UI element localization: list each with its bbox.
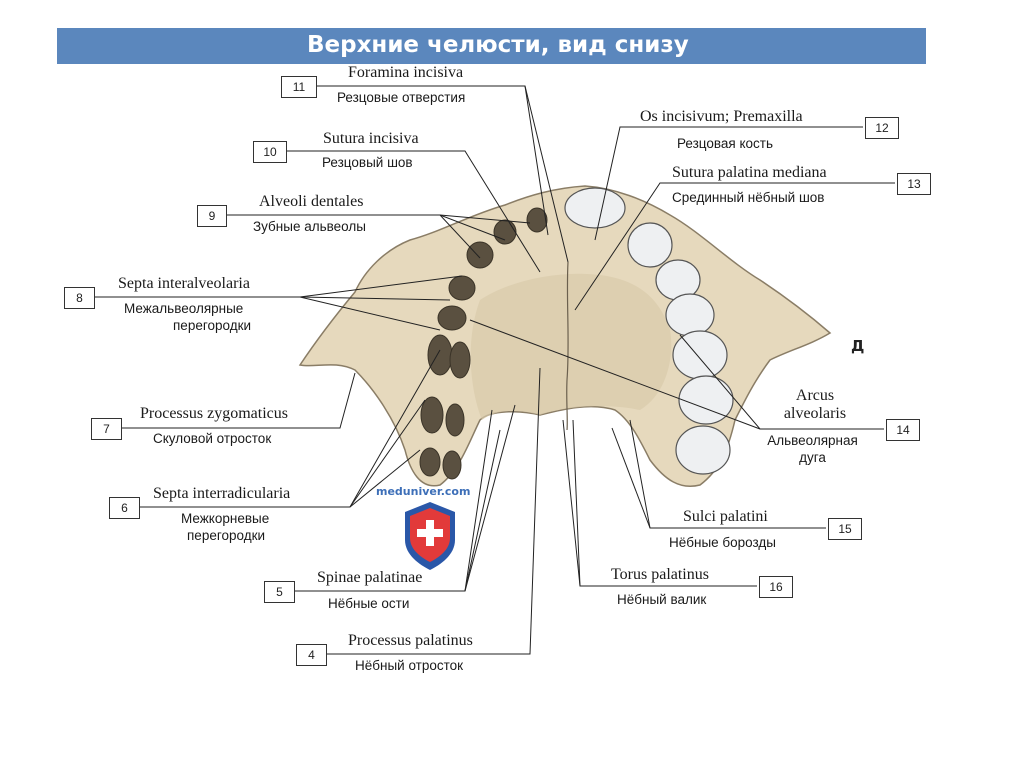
label-latin-alveolaris: alveolaris [760,405,870,423]
label-russian-processus-zygomaticus: Скуловой отросток [153,430,271,447]
alveolus [421,397,443,433]
label-latin-sutura-incisiva: Sutura incisiva [323,130,419,148]
label-latin-torus-palatinus: Torus palatinus [611,566,709,584]
label-number-13: 13 [897,173,931,195]
shield-logo-icon [405,502,455,570]
label-russian-torus-palatinus: Нёбный валик [617,591,706,608]
label-latin-septa-interalveolaria: Septa interalveolaria [118,275,250,293]
label-latin-septa-interradicularia: Septa interradicularia [153,485,290,503]
molar-tooth [676,426,730,474]
label-number-8: 8 [64,287,95,309]
label-russian-alveoli-dentales: Зубные альвеолы [253,218,366,235]
label-russian-septa-interradicularia-line2: перегородки [187,527,265,544]
label-number-14: 14 [886,419,920,441]
incisor-tooth [565,188,625,228]
alveolus [467,242,493,268]
label-russian-septa-interradicularia: Межкорневые [181,510,269,527]
label-russian-septa-interalveolaria: Межальвеолярные [124,300,243,317]
label-russian-septa-interalveolaria-line2: перегородки [173,317,251,334]
label-number-7: 7 [91,418,122,440]
label-russian-arcus-alveolaris: Альвеолярная [745,432,880,449]
alveolus [438,306,466,330]
alveolus [420,448,440,476]
label-number-10: 10 [253,141,287,163]
canine-tooth [628,223,672,267]
label-number-16: 16 [759,576,793,598]
label-number-9: 9 [197,205,227,227]
alveolus [450,342,470,378]
label-number-15: 15 [828,518,862,540]
molar-tooth [673,331,727,379]
label-russian-sutura-incisiva: Резцовый шов [322,154,413,171]
label-latin-arcus: Arcus [760,387,870,405]
label-latin-sutura-palatina-mediana: Sutura palatina mediana [672,164,827,182]
label-number-6: 6 [109,497,140,519]
label-number-12: 12 [865,117,899,139]
alveolus [446,404,464,436]
alveolus [428,335,452,375]
label-number-11: 11 [281,76,317,98]
view-letter: Д [851,337,864,355]
label-russian-sutura-palatina-mediana: Срединный нёбный шов [672,189,824,206]
label-russian-arcus-alveolaris-line2: дуга [745,449,880,466]
label-russian-processus-palatinus: Нёбный отросток [355,657,463,674]
label-latin-foramina-incisiva: Foramina incisiva [348,64,463,82]
label-number-4: 4 [296,644,327,666]
label-russian-os-incisivum: Резцовая кость [677,135,773,152]
label-russian-spinae-palatinae: Нёбные ости [328,595,409,612]
watermark: meduniver.com [376,485,470,498]
label-latin-processus-palatinus: Processus palatinus [348,632,473,650]
alveolus [494,220,516,244]
label-latin-os-incisivum: Os incisivum; Premaxilla [640,108,803,126]
molar-tooth [679,376,733,424]
label-latin-sulci-palatini: Sulci palatini [683,508,768,526]
label-russian-foramina-incisiva: Резцовые отверстия [337,89,465,106]
label-number-5: 5 [264,581,295,603]
label-russian-sulci-palatini: Нёбные борозды [669,534,776,551]
label-latin-processus-zygomaticus: Processus zygomaticus [140,405,288,423]
label-latin-alveoli-dentales: Alveoli dentales [259,193,363,211]
palate-surface [471,274,672,420]
premolar-tooth [666,294,714,336]
alveolus [443,451,461,479]
label-latin-spinae-palatinae: Spinae palatinae [317,569,422,587]
alveolus [449,276,475,300]
